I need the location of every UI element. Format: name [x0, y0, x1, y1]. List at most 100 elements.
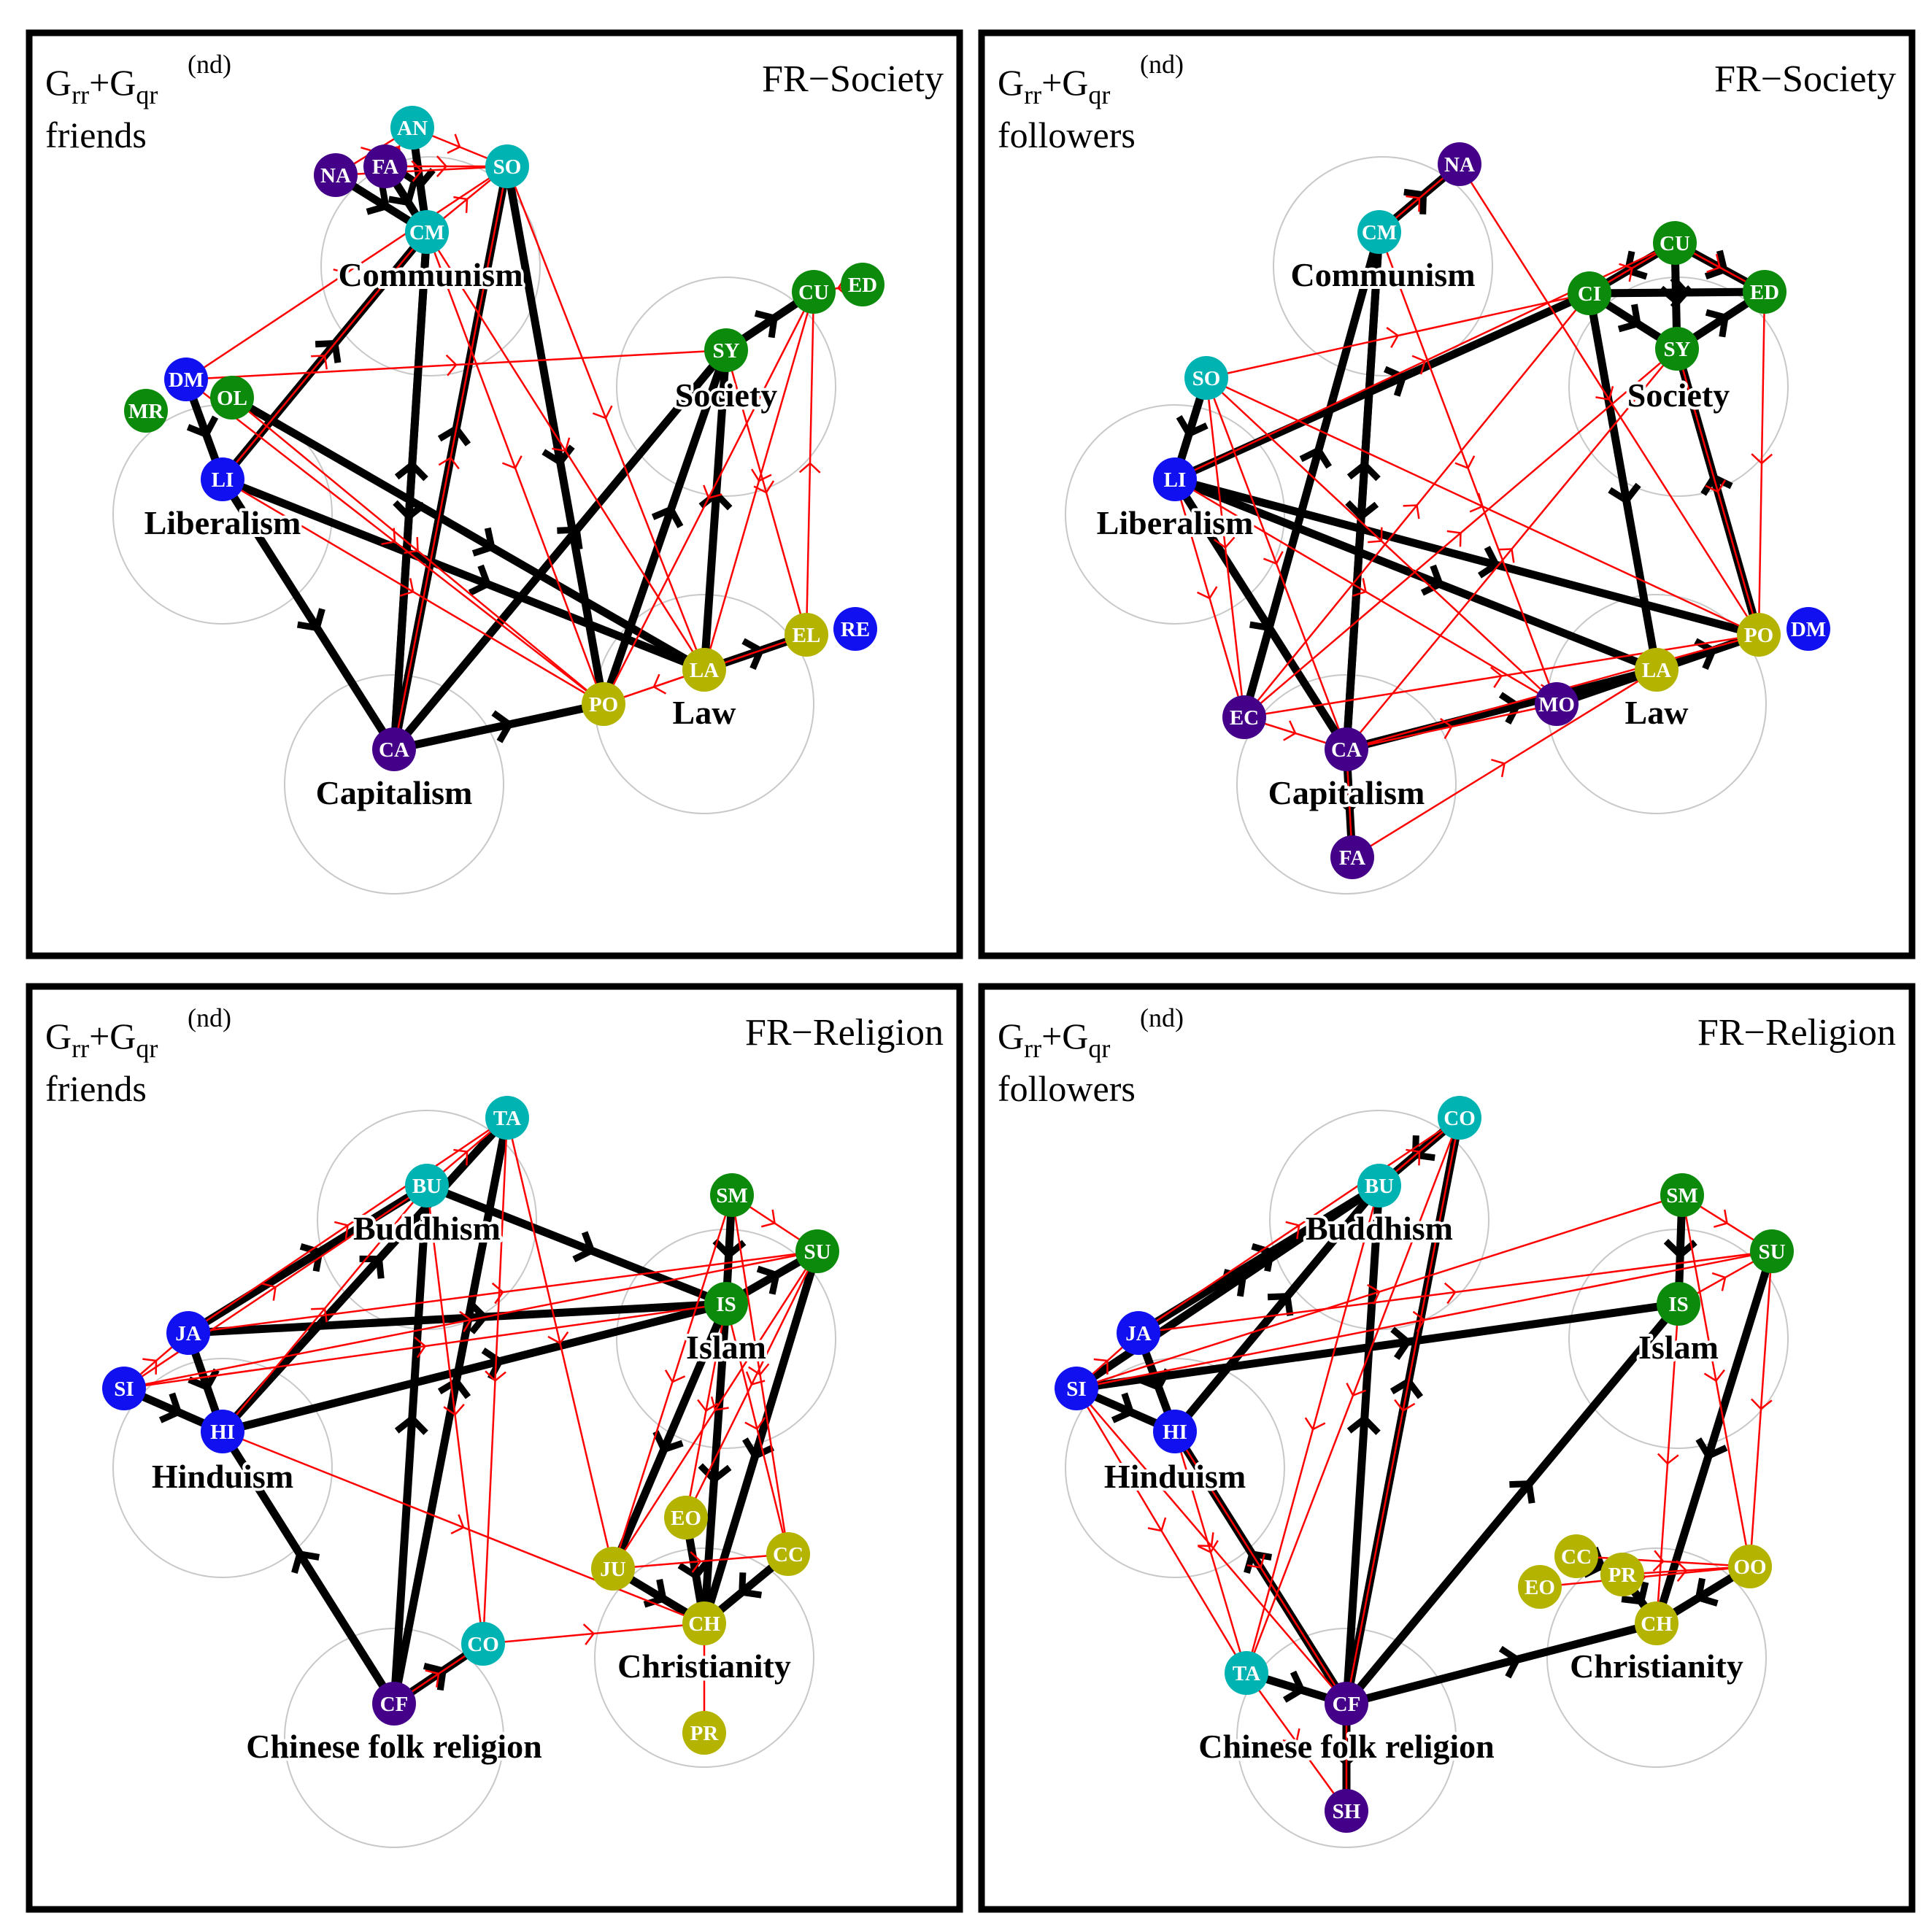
strong-edge — [1171, 1181, 1384, 1436]
group-label: Islam — [686, 1329, 766, 1366]
node-circle — [1438, 1096, 1481, 1140]
node-label: CC — [773, 1543, 803, 1566]
group-label: Chinese folk religion — [1198, 1728, 1495, 1765]
node-circle — [682, 1711, 726, 1755]
weak-edge-arrow — [748, 1363, 770, 1376]
node: MR — [124, 389, 168, 433]
node-label: HI — [210, 1421, 235, 1444]
strong-edge-arrow — [712, 1238, 747, 1259]
weak-edge — [1751, 291, 1773, 635]
weak-edge-arrow — [502, 455, 523, 470]
node-label: NA — [1444, 153, 1475, 177]
strong-edge — [423, 1181, 731, 1308]
node-label: CA — [379, 738, 409, 762]
strong-edge-line — [184, 1299, 731, 1337]
weak-edge — [1174, 478, 1557, 706]
strong-edge-arrow — [652, 1430, 684, 1454]
group-label: Society — [1627, 376, 1730, 414]
node-circle — [1055, 1367, 1098, 1410]
panel-label-kind: friends — [45, 1068, 147, 1109]
node-circle — [792, 270, 836, 314]
weak-edge-arrow — [703, 484, 722, 499]
node-label: CO — [1444, 1107, 1476, 1130]
weak-edge-arrow — [311, 355, 328, 370]
weak-edge-arrow — [1246, 1554, 1265, 1569]
node: CA — [372, 727, 416, 771]
node: CF — [1325, 1682, 1368, 1726]
weak-edge-arrow — [1446, 530, 1462, 547]
strong-edge-arrow — [1695, 1437, 1728, 1461]
panel-label: Grr+Gqr — [998, 62, 1110, 109]
node: SI — [1055, 1367, 1098, 1410]
node-label: HI — [1163, 1421, 1187, 1444]
node-label: EL — [793, 624, 821, 647]
panel-label: Grr+Gqr — [998, 1016, 1110, 1063]
node-circle — [210, 376, 254, 420]
node-circle — [405, 1164, 449, 1208]
strong-edge — [1072, 1299, 1683, 1393]
node-circle — [201, 457, 244, 501]
node-circle — [405, 210, 449, 254]
node: ED — [1743, 270, 1787, 314]
panel-title: FR−Society — [1714, 58, 1896, 100]
node-label: EO — [671, 1507, 701, 1530]
node-circle — [704, 328, 748, 372]
weak-edge — [1173, 1431, 1348, 1704]
node-label: ED — [1750, 281, 1779, 304]
strong-edge-arrow — [468, 564, 492, 596]
node: EO — [1518, 1565, 1562, 1609]
weak-edge-arrow — [652, 673, 667, 695]
weak-edge-arrow — [1711, 1272, 1727, 1291]
group-label: Hinduism — [152, 1458, 293, 1495]
strong-edge-arrow — [394, 1414, 428, 1435]
weak-edge — [725, 349, 808, 635]
panel-title: FR−Religion — [745, 1012, 944, 1054]
strong-edge — [218, 1299, 731, 1436]
node-circle — [1153, 457, 1197, 501]
weak-edge — [1345, 1117, 1461, 1704]
node-label: LI — [1164, 468, 1187, 492]
weak-edge-arrow — [447, 134, 461, 154]
strong-edge — [1342, 228, 1384, 754]
weak-edge-arrow — [1213, 536, 1236, 549]
strong-edge-arrow — [1617, 304, 1642, 333]
node: AN — [390, 106, 434, 150]
weak-edge — [185, 165, 508, 381]
node-circle — [1325, 1789, 1368, 1833]
node-label: JA — [175, 1322, 201, 1345]
weak-edge-arrow — [1406, 195, 1421, 212]
strong-edge-arrow — [1251, 1243, 1275, 1272]
strong-edge-arrow — [1498, 692, 1522, 724]
strong-edge-line — [218, 1427, 398, 1708]
strong-edge — [1342, 1619, 1661, 1708]
node: CU — [1653, 221, 1697, 265]
strong-edge-line — [184, 1181, 431, 1337]
strong-edge — [1240, 228, 1384, 722]
weak-edge — [185, 379, 604, 705]
node: CU — [792, 270, 836, 314]
group-label: Islam — [1638, 1329, 1719, 1366]
weak-edge-arrow — [1346, 1383, 1367, 1397]
weak-edge — [1681, 1194, 1751, 1567]
node: PR — [1600, 1553, 1644, 1596]
weak-edge-arrow — [1703, 1369, 1725, 1383]
strong-edge-line — [700, 1299, 731, 1628]
weak-edge-arrow — [311, 1307, 328, 1323]
weak-edge-arrow — [261, 1283, 277, 1301]
weak-edge — [425, 231, 706, 671]
node-label: IS — [1668, 1293, 1688, 1316]
node-circle — [1737, 613, 1781, 657]
node: MO — [1535, 682, 1579, 726]
strong-edge — [184, 1181, 431, 1337]
strong-edge-arrow — [437, 1377, 471, 1399]
weak-edge-arrow — [1751, 1398, 1773, 1410]
node: SO — [485, 144, 529, 188]
node-label: DM — [169, 368, 204, 392]
node: SH — [1325, 1789, 1368, 1833]
strong-edge-arrow — [739, 1572, 763, 1599]
group-circle — [1236, 1628, 1457, 1848]
weak-edge-arrow — [1444, 1282, 1457, 1305]
strong-edge-arrow — [1705, 309, 1730, 338]
weak-edge-arrow — [1335, 1747, 1357, 1759]
